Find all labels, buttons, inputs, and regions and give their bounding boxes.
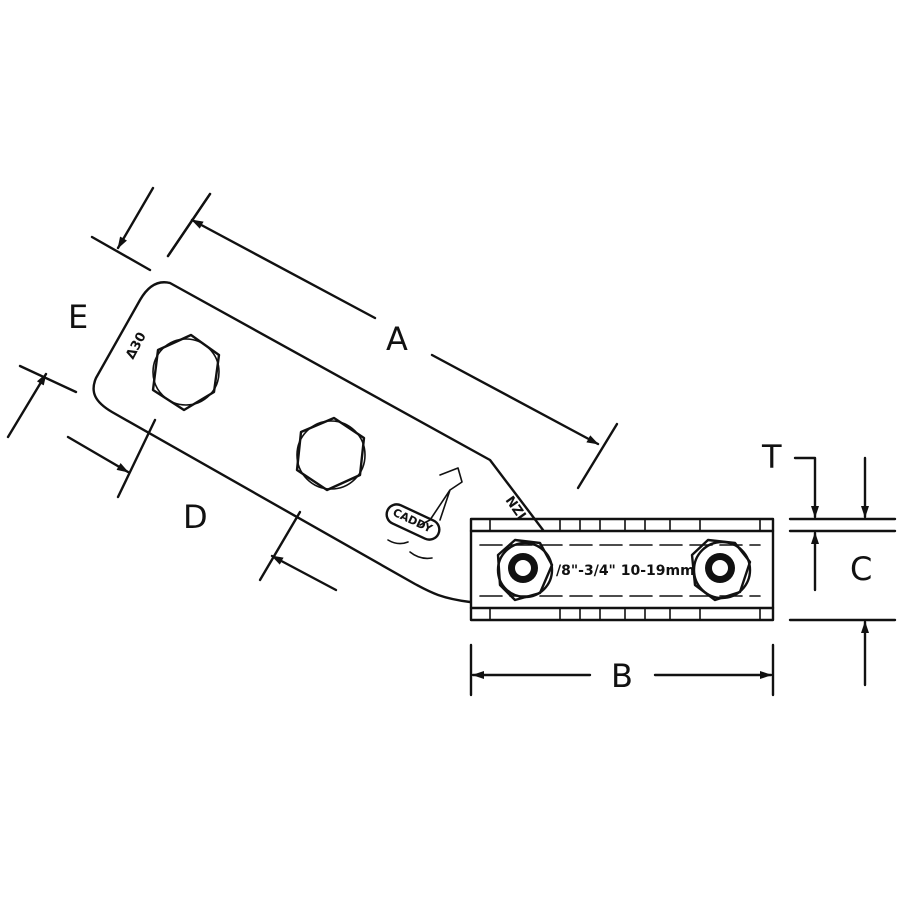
dimension-a: A: [166, 192, 619, 490]
hex-nut: [295, 416, 366, 492]
label-d: D: [183, 498, 208, 536]
label-e: E: [68, 298, 88, 336]
hex-nut: [151, 333, 221, 412]
nut-right: [690, 538, 752, 602]
dimension-t-c: T C: [761, 438, 897, 687]
angled-plate: [92, 281, 545, 604]
angle-marking: Δ30: [123, 330, 149, 362]
strap-bracket: /8"-3/4" 10-19mm: [469, 517, 775, 622]
nut-left: [496, 538, 554, 602]
label-b: B: [611, 657, 633, 695]
size-range-marking: /8"-3/4" 10-19mm: [556, 563, 695, 579]
dimension-e: E: [68, 186, 212, 336]
dimension-d: D: [6, 364, 338, 592]
caddy-logo: CADDY: [385, 467, 463, 560]
dimension-b: B: [469, 643, 775, 697]
label-t: T: [761, 438, 782, 476]
label-c: C: [850, 550, 872, 588]
label-a: A: [386, 320, 408, 358]
